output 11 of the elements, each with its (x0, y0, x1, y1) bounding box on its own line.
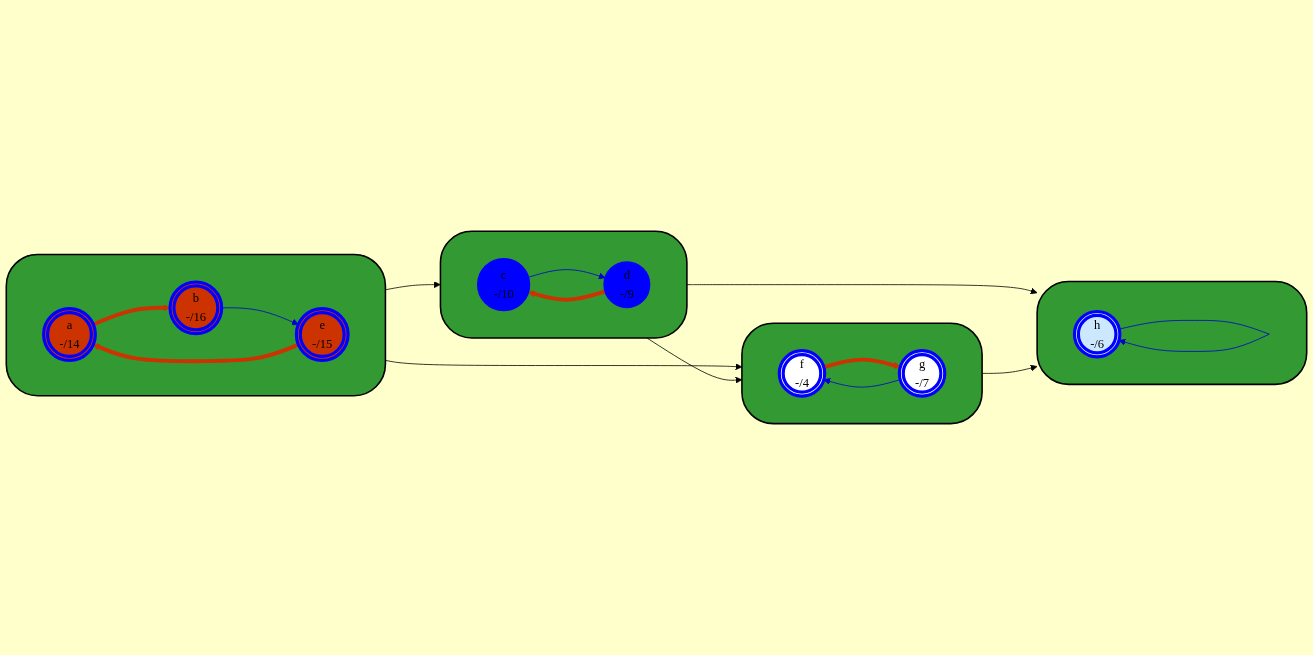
node-circle: h -/6 (1072, 309, 1122, 359)
node-circle: g -/7 (897, 349, 947, 398)
arrow (823, 357, 901, 370)
cluster (741, 322, 983, 425)
node-circle: f -/4 (777, 349, 827, 398)
node-circle: b -/16 (168, 280, 224, 336)
arrow (528, 289, 606, 302)
node-circle: d -/9 (603, 261, 651, 309)
cluster (5, 253, 387, 397)
cluster (439, 230, 688, 339)
cluster (1036, 280, 1308, 386)
